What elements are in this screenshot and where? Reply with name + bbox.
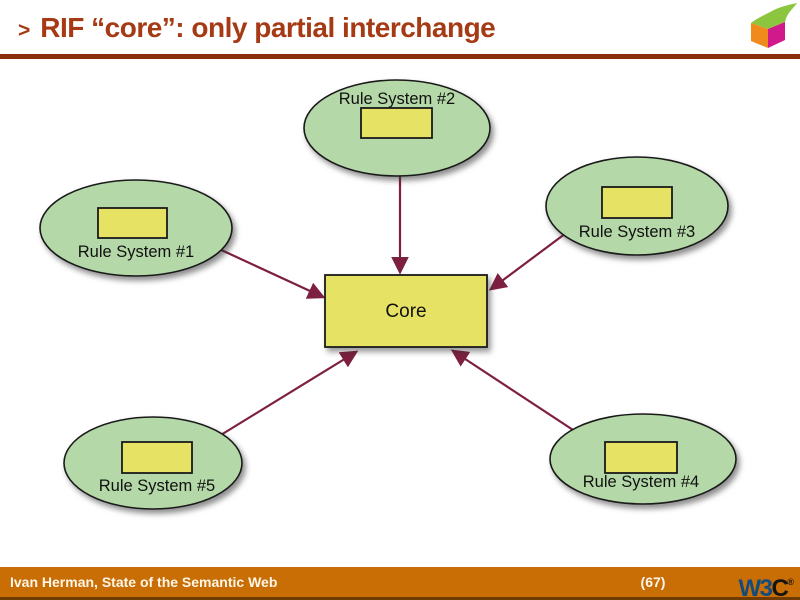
rule-system-1-box: [97, 207, 168, 239]
title-divider: [0, 54, 800, 59]
page-title: > RIF “core”: only partial interchange: [18, 12, 496, 44]
rule-system-3-label: Rule System #3: [579, 223, 695, 241]
node-rule-system-2: Rule System #2: [303, 79, 491, 177]
rule-system-2-label: Rule System #2: [339, 90, 455, 108]
w3c-logo-w3: W3: [738, 575, 774, 600]
rif-core-diagram: Rule System #2 Rule System #1 Rule Syste…: [39, 79, 737, 510]
footer-bar: Ivan Herman, State of the Semantic Web (…: [0, 567, 800, 600]
semantic-web-cube-icon: [751, 3, 797, 48]
node-rule-system-5: Rule System #5: [63, 416, 243, 510]
node-rule-system-3: Rule System #3: [545, 156, 729, 256]
rule-system-5-box: [121, 441, 193, 474]
node-rule-system-1: Rule System #1: [39, 179, 233, 277]
rule-system-4-label: Rule System #4: [583, 473, 699, 491]
rule-system-2-box: [360, 107, 433, 139]
rule-system-4-box: [604, 441, 678, 474]
link-core-rule5: [195, 350, 359, 451]
node-rule-system-4: Rule System #4: [549, 413, 737, 505]
footer-credit: Ivan Herman, State of the Semantic Web: [10, 574, 278, 590]
w3c-logo: W3C®: [739, 569, 794, 600]
core-label: Core: [385, 301, 426, 322]
footer-page-number: (67): [640, 574, 666, 590]
rule-system-1-label: Rule System #1: [78, 243, 194, 261]
core-box: [324, 274, 488, 348]
w3c-logo-c: C: [771, 575, 789, 600]
rule-system-5-label: Rule System #5: [99, 477, 215, 495]
node-core: Core: [324, 274, 488, 348]
title-bullet-marker: >: [18, 19, 31, 42]
slide-header: > RIF “core”: only partial interchange: [0, 0, 800, 59]
title-text: RIF “core”: only partial interchange: [40, 12, 496, 43]
w3c-logo-registered-mark: ®: [787, 577, 794, 587]
rule-system-3-box: [601, 186, 673, 219]
